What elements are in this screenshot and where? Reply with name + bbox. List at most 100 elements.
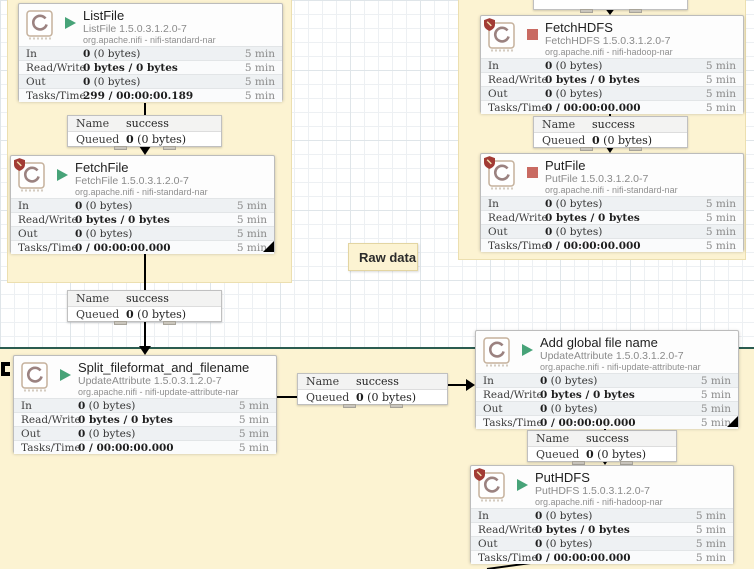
processor-bundle: org.apache.nifi - nifi-standard-nar [75, 187, 208, 197]
processor-bundle: org.apache.nifi - nifi-standard-nar [83, 35, 216, 45]
restricted-shield-icon [14, 158, 25, 171]
connection-label-handle [572, 461, 586, 465]
processor-type: PutFile 1.5.0.3.1.2.0-7 [545, 173, 649, 185]
connection-queued-key: Queued [536, 448, 580, 461]
connection-label-handle [342, 404, 356, 408]
canvas-label-raw-data[interactable]: Raw data [348, 243, 418, 271]
connection-label-handle [628, 147, 642, 151]
connection-label-to-fetchhdfs[interactable] [533, 0, 688, 13]
queued-size: (0 bytes) [597, 448, 647, 461]
running-status-icon [57, 169, 68, 181]
processor-fetchfile[interactable]: FetchFile FetchFile 1.5.0.3.1.2.0-7 org.… [10, 155, 275, 254]
connection-label-handle [113, 321, 127, 325]
connection-label-split-addglobal[interactable]: Name success Queued 0 (0 bytes) [297, 373, 448, 408]
restricted-shield-icon [484, 156, 495, 169]
queued-size: (0 bytes) [137, 133, 187, 146]
processor-bundle: org.apache.nifi - nifi-hadoop-nar [545, 47, 673, 57]
processor-puthdfs[interactable]: PutHDFS PutHDFS 1.5.0.3.1.2.0-7 org.apac… [470, 465, 734, 564]
stopped-status-icon [527, 167, 538, 178]
queued-count: 0 [592, 134, 600, 147]
processor-bundle: org.apache.nifi - nifi-update-attribute-… [78, 387, 239, 397]
processor-bundle: org.apache.nifi - nifi-standard-nar [545, 185, 678, 195]
queued-size: (0 bytes) [137, 308, 187, 321]
connection-queued-key: Queued [306, 391, 350, 404]
processor-type: UpdateAttribute 1.5.0.3.1.2.0-7 [78, 375, 222, 387]
connection-label-handle [579, 9, 593, 13]
connection-queued-key: Queued [76, 308, 120, 321]
queued-count: 0 [586, 448, 594, 461]
processor-name: ListFile [83, 8, 125, 23]
restricted-shield-icon [484, 18, 495, 31]
processor-chip-icon [18, 162, 46, 192]
connection-name-key: Name [542, 118, 576, 131]
connection-label-handle [162, 321, 176, 325]
processor-name: PutFile [545, 158, 586, 173]
processor-bundle: org.apache.nifi - nifi-update-attribute-… [540, 362, 701, 372]
processor-type: ListFile 1.5.0.3.1.2.0-7 [83, 23, 187, 35]
restricted-shield-icon [474, 468, 485, 481]
queued-size: (0 bytes) [603, 134, 653, 147]
processor-putfile[interactable]: PutFile PutFile 1.5.0.3.1.2.0-7 org.apac… [480, 153, 744, 252]
connection-name-value: success [356, 375, 399, 388]
connection-queued-key: Queued [76, 133, 120, 146]
processor-name: FetchHDFS [545, 20, 613, 35]
clipped-offscreen-element [1, 362, 10, 376]
processor-type: PutHDFS 1.5.0.3.1.2.0-7 [535, 485, 650, 497]
processor-fetchhdfs[interactable]: FetchHDFS FetchHDFS 1.5.0.3.1.2.0-7 org.… [480, 15, 744, 114]
comment-indicator [727, 416, 738, 427]
connection-name-key: Name [76, 292, 110, 305]
connection-label-handle [162, 146, 176, 150]
stopped-status-icon [527, 29, 538, 40]
connection-label-handle [113, 146, 127, 150]
queued-count: 0 [126, 308, 134, 321]
processor-name: Split_fileformat_and_filename [78, 360, 250, 375]
processor-type: FetchHDFS 1.5.0.3.1.2.0-7 [545, 35, 671, 47]
processor-add-global-file-name[interactable]: Add global file name UpdateAttribute 1.5… [475, 330, 739, 429]
queued-size: (0 bytes) [367, 391, 417, 404]
processor-listfile[interactable]: ListFile ListFile 1.5.0.3.1.2.0-7 org.ap… [18, 3, 283, 102]
connection-name-key: Name [76, 117, 110, 130]
connection-name-key: Name [536, 432, 570, 445]
queued-count: 0 [126, 133, 134, 146]
processor-chip-icon [483, 337, 511, 367]
processor-bundle: org.apache.nifi - nifi-hadoop-nar [535, 497, 663, 507]
connection-name-value: success [126, 292, 169, 305]
running-status-icon [60, 369, 71, 381]
raw-data-label-text: Raw data [359, 250, 417, 265]
connection-label-handle [619, 461, 633, 465]
processor-chip-icon [488, 22, 516, 52]
processor-split-fileformat-and-filename[interactable]: Split_fileformat_and_filename UpdateAttr… [13, 355, 277, 454]
connection-label-fetchfile-split[interactable]: Name success Queued 0 (0 bytes) [67, 290, 222, 325]
connection-name-key: Name [306, 375, 340, 388]
connection-label-handle [628, 9, 642, 13]
queued-count: 0 [356, 391, 364, 404]
processor-chip-icon [26, 10, 54, 40]
running-status-icon [522, 344, 533, 356]
processor-name: FetchFile [75, 160, 129, 175]
